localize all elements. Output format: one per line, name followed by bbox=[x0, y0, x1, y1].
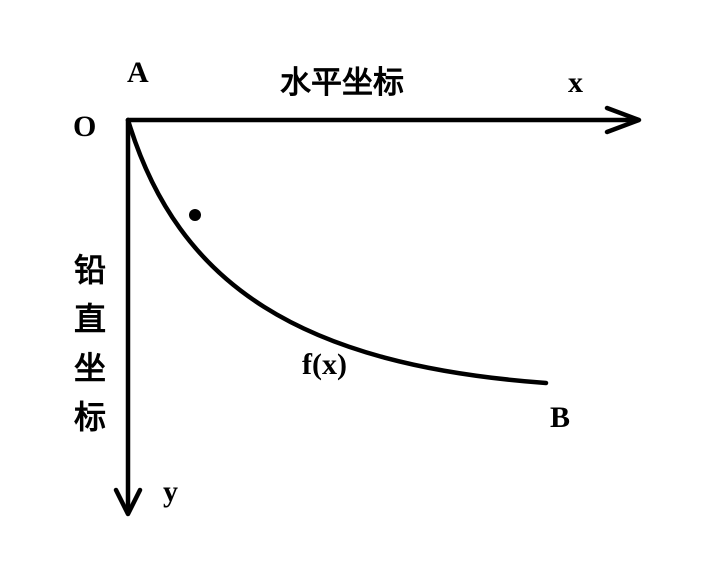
origin-label: O bbox=[73, 110, 97, 143]
curve-label: f(x) bbox=[302, 348, 347, 381]
vertical-axis-title: 铅 直 坐 标 bbox=[70, 246, 110, 442]
point-b-label: B bbox=[550, 401, 571, 434]
point-a-label: A bbox=[127, 56, 149, 89]
vertical-axis-title-char-4: 标 bbox=[73, 398, 106, 436]
vertical-axis-title-char-1: 铅 bbox=[73, 251, 106, 289]
curve-path bbox=[125, 117, 549, 386]
y-axis-arrowhead bbox=[113, 487, 143, 517]
moving-point bbox=[189, 209, 201, 221]
x-axis-arrowhead bbox=[604, 105, 642, 135]
y-axis-label: y bbox=[163, 475, 178, 508]
vertical-axis-title-char-2: 直 bbox=[73, 300, 106, 338]
vertical-axis-title-char-3: 坐 bbox=[73, 349, 106, 387]
horizontal-axis-title: 水平坐标 bbox=[280, 65, 404, 101]
x-axis-label: x bbox=[568, 66, 583, 99]
